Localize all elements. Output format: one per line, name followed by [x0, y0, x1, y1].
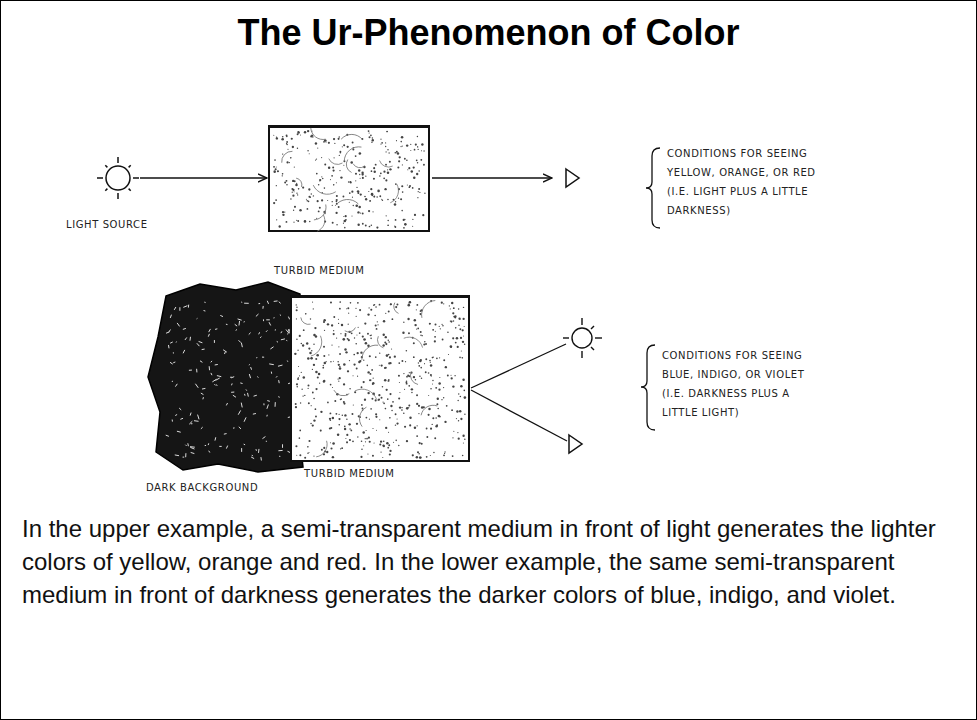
- node-label: DARK BACKGROUND: [146, 482, 258, 493]
- medium-figure: [292, 298, 472, 465]
- condition-note: CONDITIONS FOR SEEING BLUE, INDIGO, OR V…: [662, 346, 817, 422]
- sun-symbol: [563, 318, 602, 358]
- turbid-medium: TURBID MEDIUM: [290, 295, 470, 462]
- bracket: [646, 148, 660, 228]
- sight-line: [471, 390, 567, 441]
- light-source: LIGHT SOURCE: [96, 156, 140, 200]
- dark-background: DARK BACKGROUND: [148, 282, 303, 472]
- eye-symbol: [569, 435, 582, 453]
- node-label: TURBID MEDIUM: [304, 468, 394, 479]
- node-label: LIGHT SOURCE: [66, 219, 148, 230]
- sun-figure: [96, 156, 140, 200]
- turbid-medium: TURBID MEDIUM: [268, 125, 430, 232]
- eye-symbol: [566, 169, 579, 187]
- light-ray-arrow: [140, 177, 267, 178]
- bracket: [641, 345, 655, 430]
- light-ray-arrow: [432, 177, 552, 178]
- medium-figure: [270, 128, 432, 235]
- rock-figure: [148, 282, 303, 472]
- node-label: TURBID MEDIUM: [274, 265, 364, 276]
- diagram-title: The Ur-Phenomenon of Color: [0, 12, 977, 54]
- caption-text: In the upper example, a semi-transparent…: [22, 512, 967, 611]
- condition-note: CONDITIONS FOR SEEING YELLOW, ORANGE, OR…: [667, 144, 822, 220]
- sight-line: [471, 344, 566, 388]
